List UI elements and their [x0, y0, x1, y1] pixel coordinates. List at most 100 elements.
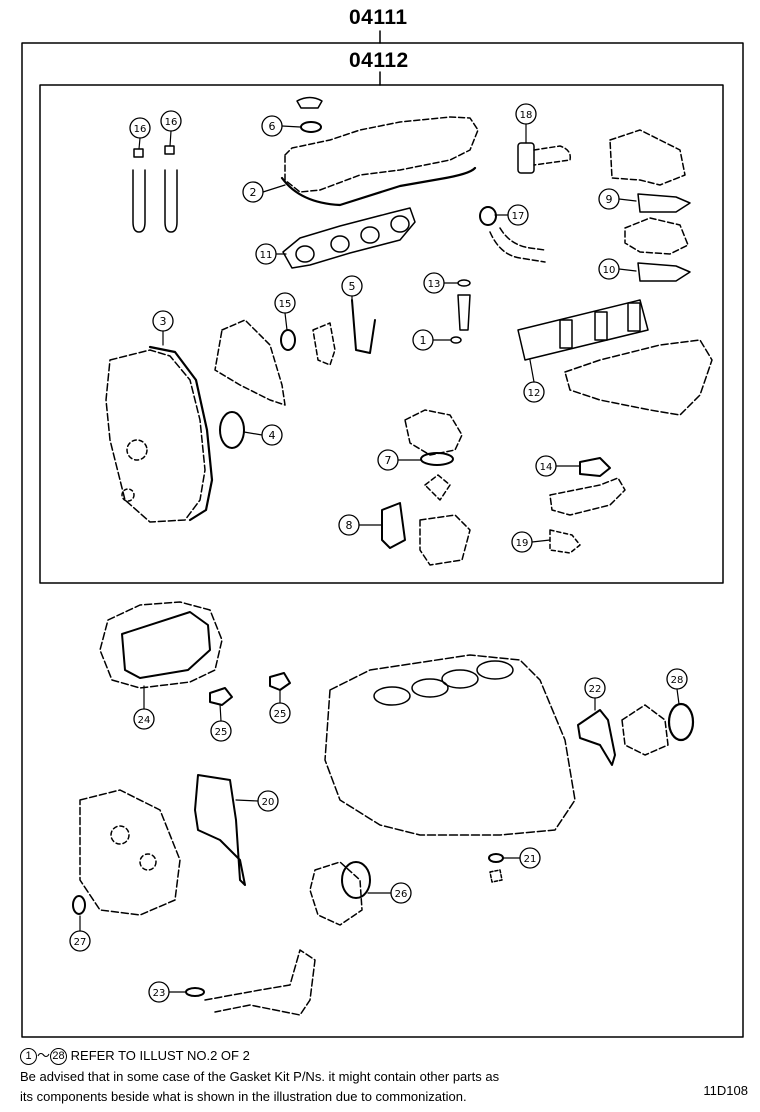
callout-9: 9	[598, 188, 620, 210]
callout-leaders	[79, 123, 680, 993]
callout-circle	[257, 790, 279, 812]
callout-16: 16	[160, 110, 182, 132]
plug-21	[488, 853, 504, 883]
callout-27: 27	[69, 930, 91, 952]
callout-number: 11	[260, 250, 273, 261]
callout-16: 16	[129, 117, 151, 139]
callout-6: 6	[261, 115, 283, 137]
callout-19: 19	[511, 531, 533, 553]
callout-25: 25	[269, 702, 291, 724]
callout-13: 13	[423, 272, 445, 294]
callout-10: 10	[598, 258, 620, 280]
callout-circle	[255, 243, 277, 265]
reference-note: 1～28 REFER TO ILLUST NO.2 OF 2	[20, 1045, 250, 1066]
seal-25-b	[269, 672, 291, 691]
timing-cover	[105, 345, 214, 523]
callout-number: 16	[134, 124, 147, 135]
seal-27	[72, 895, 86, 915]
inner-kit-code: 04112	[349, 49, 409, 72]
callout-number: 24	[138, 715, 151, 726]
callout-circle	[133, 708, 155, 730]
valve-parts	[132, 145, 178, 233]
callout-circle	[412, 329, 434, 351]
callout-17: 17	[507, 204, 529, 226]
callout-number: 4	[269, 429, 276, 442]
callout-number: 2	[250, 186, 257, 199]
intake-manifold-gasket	[282, 207, 416, 269]
callout-7: 7	[377, 449, 399, 471]
thermostat-parts	[549, 457, 626, 554]
callout-circle	[523, 381, 545, 403]
callout-8: 8	[338, 514, 360, 536]
callout-23: 23	[148, 981, 170, 1003]
callout-number: 26	[395, 889, 408, 900]
callout-4: 4	[261, 424, 283, 446]
callout-number: 7	[385, 454, 392, 467]
callout-18: 18	[515, 103, 537, 125]
callout-circle	[261, 424, 283, 446]
commonization-note-line2: its components beside what is shown in t…	[20, 1089, 467, 1104]
callout-28: 28	[666, 668, 688, 690]
callout-number: 18	[520, 110, 533, 121]
callout-number: 9	[606, 193, 613, 206]
pump-gasket-26	[309, 861, 371, 926]
callout-circle	[511, 531, 533, 553]
callout-15: 15	[274, 292, 296, 314]
callout-circle	[242, 181, 264, 203]
callout-number: 16	[165, 117, 178, 128]
callout-number: 14	[540, 462, 553, 473]
cylinder-block	[324, 654, 576, 836]
callout-21: 21	[519, 847, 541, 869]
callout-circle	[152, 310, 174, 332]
callout-circle	[69, 930, 91, 952]
callout-circle	[507, 204, 529, 226]
callout-circle	[598, 258, 620, 280]
callout-circle	[261, 115, 283, 137]
commonization-note-line1: Be advised that in some case of the Gask…	[20, 1069, 500, 1084]
inner-kit-frame	[39, 84, 724, 584]
callout-circle	[377, 449, 399, 471]
callout-number: 6	[269, 120, 276, 133]
seal-25-a	[209, 687, 233, 706]
callout-circle	[584, 677, 606, 699]
callout-circle	[269, 702, 291, 724]
callout-circle	[274, 292, 296, 314]
range-tilde: ～	[37, 1048, 51, 1063]
callout-24: 24	[133, 708, 155, 730]
rear-plate-parts	[577, 702, 695, 766]
figure-code: 11D108	[703, 1083, 748, 1098]
range-end-callout: 28	[50, 1048, 68, 1066]
injector-seals	[450, 279, 471, 344]
callout-5: 5	[341, 275, 363, 297]
callout-circle	[519, 847, 541, 869]
outer-kit-frame	[21, 42, 744, 1038]
callout-circle	[535, 455, 557, 477]
egr-gasket	[517, 142, 572, 174]
exhaust-manifold-gasket	[517, 299, 713, 416]
callout-number: 1	[420, 334, 427, 347]
callout-number: 13	[428, 279, 441, 290]
callout-number: 15	[279, 299, 292, 310]
callout-number: 25	[215, 727, 228, 738]
callout-number: 25	[274, 709, 287, 720]
callout-number: 27	[74, 937, 87, 948]
callout-number: 22	[589, 684, 602, 695]
callout-circle	[515, 103, 537, 125]
callout-circle	[160, 110, 182, 132]
callout-number: 20	[262, 797, 275, 808]
callout-22: 22	[584, 677, 606, 699]
callout-1: 1	[412, 329, 434, 351]
callout-number: 19	[516, 538, 529, 549]
callout-number: 5	[349, 280, 356, 293]
cylinder-head-cover	[280, 96, 479, 207]
callout-circle	[341, 275, 363, 297]
callout-circle	[338, 514, 360, 536]
callout-25: 25	[210, 720, 232, 742]
callout-circle	[210, 720, 232, 742]
callout-number: 10	[603, 265, 616, 276]
outer-kit-code: 04111	[349, 6, 408, 29]
callout-number: 28	[671, 675, 684, 686]
oil-pipe-23	[185, 949, 316, 1016]
callout-12: 12	[523, 381, 545, 403]
callout-14: 14	[535, 455, 557, 477]
